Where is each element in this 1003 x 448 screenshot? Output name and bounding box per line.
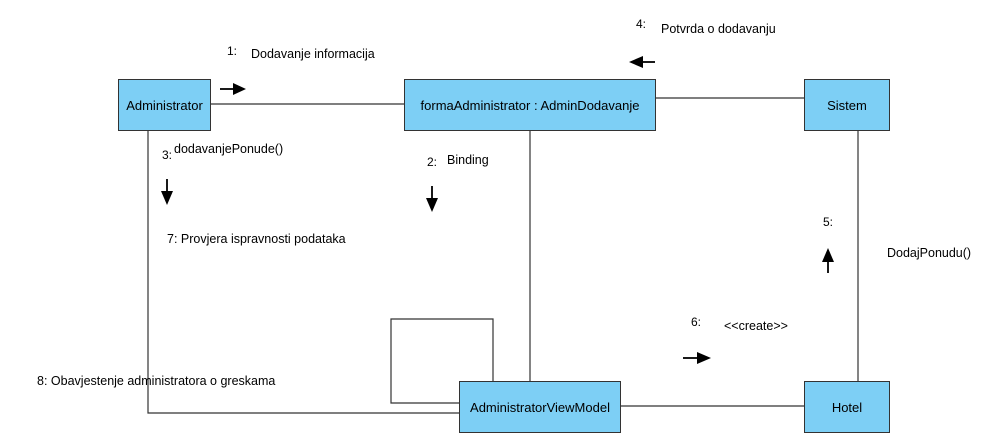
message-number: 3:: [162, 148, 173, 162]
arrow-down-icon: [426, 186, 438, 212]
message-label: Binding: [447, 153, 489, 167]
link-administrator-viewmodel: [147, 131, 459, 414]
message-label: DodajPonudu(): [887, 246, 972, 260]
arrow-left-icon: [629, 56, 655, 68]
object-sistem[interactable]: Sistem: [804, 79, 890, 131]
message-number: 8:: [37, 374, 48, 388]
self-link-viewmodel: [390, 318, 494, 404]
message-label: 8: Obavjestenje administratora o greskam…: [37, 374, 275, 388]
message-text: Obavjestenje administratora o greskama: [50, 374, 276, 388]
message-number: 2:: [427, 155, 438, 169]
message-label: Potvrda o dodavanju: [661, 22, 776, 36]
arrow-up-icon: [822, 248, 834, 273]
object-hotel[interactable]: Hotel: [804, 381, 890, 433]
message-number: 5:: [823, 215, 834, 229]
message-label: <<create>>: [724, 319, 788, 333]
arrow-right-icon: [683, 352, 711, 364]
message-number: 1:: [227, 44, 238, 58]
object-forma-administrator[interactable]: formaAdministrator : AdminDodavanje: [404, 79, 656, 131]
message-label: dodavanjePonude(): [174, 142, 284, 156]
arrow-right-icon: [220, 83, 246, 95]
message-number: 7:: [167, 232, 178, 246]
message-number: 6:: [691, 315, 702, 329]
arrow-down-icon: [161, 179, 173, 205]
message-label: 7: Provjera ispravnosti podataka: [167, 232, 346, 246]
message-text: Provjera ispravnosti podataka: [180, 232, 346, 246]
message-number: 4:: [636, 17, 647, 31]
object-administrator[interactable]: Administrator: [118, 79, 211, 131]
object-administrator-viewmodel[interactable]: AdministratorViewModel: [459, 381, 621, 433]
message-label: Dodavanje informacija: [251, 47, 375, 61]
